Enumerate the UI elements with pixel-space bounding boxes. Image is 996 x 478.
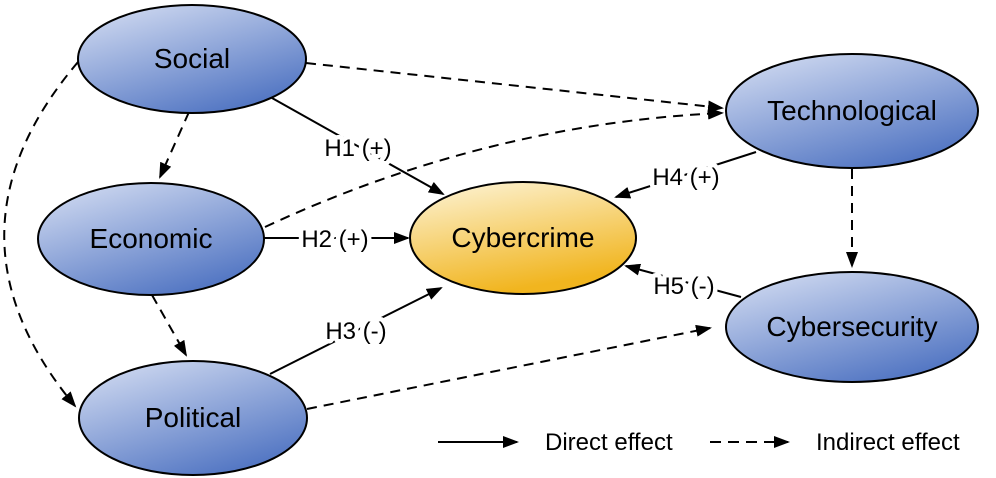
- node-cybercrime: Cybercrime: [409, 181, 637, 295]
- node-cybersecurity: Cybersecurity: [725, 271, 979, 383]
- edge-economic-technological: [264, 107, 724, 228]
- edge-economic-political: [151, 294, 187, 357]
- edge-social-economic: [159, 111, 190, 179]
- legend: Direct effect Indirect effect: [438, 429, 960, 456]
- node-ellipse-political: [78, 360, 308, 476]
- node-political: Political: [78, 360, 308, 476]
- edge-h1: [271, 97, 445, 195]
- edge-labels-layer: H1 (+) H2 (+) H3 (-) H4 (+) H5 (-): [297, 131, 724, 350]
- node-ellipse-cybersecurity: [725, 271, 979, 383]
- node-ellipse-social: [77, 4, 307, 114]
- node-label-cybercrime: Cybercrime: [451, 222, 594, 253]
- node-economic: Economic: [37, 182, 265, 296]
- edge-social-technological: [305, 62, 724, 113]
- edge-label-h3: H3 (-): [325, 318, 386, 345]
- edge-h5: [624, 263, 742, 298]
- node-label-economic: Economic: [90, 223, 213, 254]
- node-social: Social: [77, 4, 307, 114]
- edge-label-h4: H4 (+): [652, 164, 719, 191]
- node-ellipse-technological: [725, 53, 979, 169]
- node-label-technological: Technological: [767, 95, 937, 126]
- edge-h4: [614, 151, 757, 199]
- legend-direct-label: Direct effect: [545, 429, 673, 456]
- edge-label-h5: H5 (-): [653, 273, 714, 300]
- edge-social-political: [3, 61, 79, 408]
- node-label-political: Political: [145, 402, 241, 433]
- legend-indirect-label: Indirect effect: [816, 429, 960, 456]
- edge-h3: [269, 287, 443, 375]
- edges-layer: [3, 61, 858, 410]
- edge-label-h1: H1 (+): [324, 135, 391, 162]
- node-ellipse-cybercrime: [409, 181, 637, 295]
- node-technological: Technological: [725, 53, 979, 169]
- edge-political-cybersecurity: [306, 324, 712, 410]
- node-label-social: Social: [154, 43, 230, 74]
- edge-label-h2: H2 (+): [301, 226, 368, 253]
- node-ellipse-economic: [37, 182, 265, 296]
- node-label-cybersecurity: Cybersecurity: [766, 311, 937, 342]
